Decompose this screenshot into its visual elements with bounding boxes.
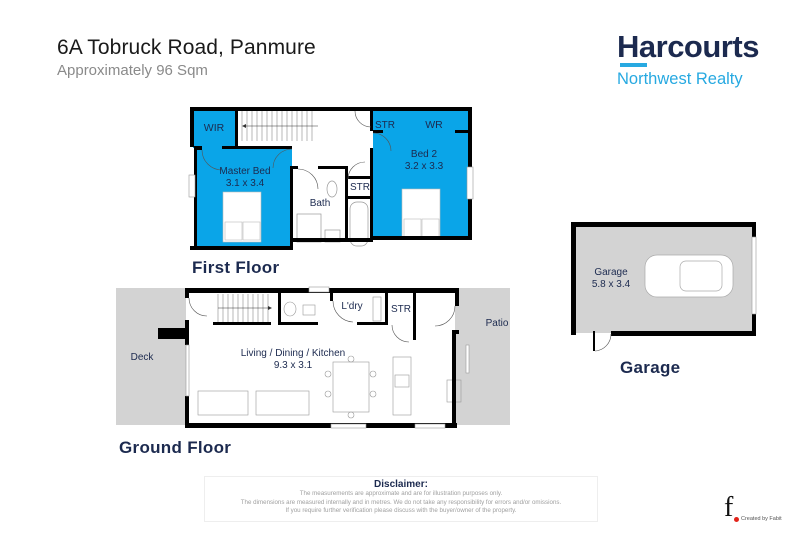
room-label-str-lower: STR (350, 182, 370, 193)
deck-area (116, 288, 186, 425)
ground-floor-label: Ground Floor (119, 438, 232, 457)
patio-area (455, 288, 510, 425)
ground-floor-plan: Deck Living / Dining / Kitchen 9.3 x 3.1… (116, 286, 510, 429)
room-dims-bed-2: 3.2 x 3.3 (405, 161, 444, 172)
room-dims-master-bed: 3.1 x 3.4 (226, 178, 265, 189)
fabit-dot-icon (734, 517, 739, 522)
brand-logo-name: Harcourts (617, 29, 759, 64)
master-bed-furniture (222, 191, 262, 243)
room-label-garage: Garage (594, 267, 628, 278)
car-icon (644, 254, 734, 298)
wir-area (193, 111, 235, 148)
disclaimer-title: Disclaimer: (374, 479, 428, 490)
room-label-bed-2: Bed 2 (411, 149, 438, 160)
room-label-master-bed: Master Bed (219, 166, 270, 177)
disclaimer-box: Disclaimer: The measurements are approxi… (204, 476, 598, 522)
disclaimer-line: If you require further verification plea… (285, 507, 517, 515)
wr-area (373, 111, 468, 139)
room-label-bath: Bath (310, 198, 331, 209)
stairs-ground (217, 294, 272, 323)
room-label-patio: Patio (486, 318, 509, 329)
first-floor-plan: WIR Master Bed 3.1 x 3.4 Bath STR STR WR… (188, 107, 474, 250)
credit-text: Created by Fabit (741, 516, 782, 522)
living-furniture (197, 296, 462, 419)
garage-floor-label: Garage (620, 358, 681, 377)
bed-2-furniture (401, 188, 441, 240)
brand-office-name: Northwest Realty (617, 70, 743, 88)
room-label-str-upper: STR (375, 120, 395, 131)
brand-accent-bar (620, 63, 647, 67)
property-address: 6A Tobruck Road, Panmure (57, 36, 316, 59)
disclaimer-line: The measurements are approximate and are… (299, 490, 503, 497)
garage-plan: Garage 5.8 x 3.4 (571, 222, 757, 352)
stairs-upper (238, 111, 318, 141)
room-dims-garage: 5.8 x 3.4 (592, 279, 631, 290)
room-dims-living: 9.3 x 3.1 (274, 360, 313, 371)
room-label-deck: Deck (131, 352, 155, 363)
disclaimer-line: The dimensions are measured internally a… (240, 498, 562, 506)
room-label-wr: WR (425, 119, 443, 131)
room-label-wir: WIR (204, 122, 225, 134)
fabit-logo-icon: f (724, 492, 734, 523)
room-label-laundry: L'dry (341, 301, 362, 312)
property-area: Approximately 96 Sqm (57, 62, 208, 79)
room-label-str: STR (391, 304, 411, 315)
room-label-living: Living / Dining / Kitchen (241, 348, 346, 359)
first-floor-label: First Floor (192, 258, 280, 277)
